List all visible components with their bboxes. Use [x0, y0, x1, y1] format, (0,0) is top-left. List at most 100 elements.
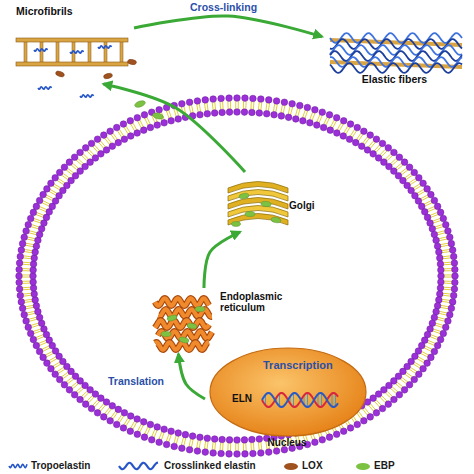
lipid-head	[358, 143, 365, 150]
lipid-head	[210, 450, 217, 457]
lipid-head	[249, 109, 256, 116]
lipid-head	[416, 174, 423, 181]
lipid-tail	[439, 311, 447, 313]
lipid-head	[19, 305, 26, 312]
lipid-tail	[76, 160, 82, 165]
lipid-tail	[392, 160, 398, 165]
lipid-head	[127, 413, 134, 420]
lipid-tail	[214, 102, 216, 110]
lipid-head	[218, 450, 225, 457]
labelled-structure: Microfibrils	[12, 4, 134, 84]
lipid-head	[448, 240, 455, 247]
lipid-head	[16, 286, 23, 293]
lipid-tail	[422, 197, 429, 201]
lipid-head	[32, 297, 39, 304]
lipid-head	[271, 111, 278, 118]
lipid-head	[234, 437, 241, 444]
lipid-head	[451, 260, 458, 267]
lipid-tail	[436, 323, 444, 325]
lipid-tail	[250, 101, 252, 109]
lipid-tail	[23, 289, 31, 291]
lipid-head	[438, 267, 445, 274]
lipid-tail	[57, 367, 64, 371]
lipid-head	[148, 437, 155, 444]
microfibril-rail	[16, 38, 128, 42]
lipid-head	[30, 285, 37, 292]
lipid-tail	[189, 439, 191, 447]
lipid-tail	[207, 441, 208, 449]
lipid-tail	[368, 405, 373, 411]
lipid-tail	[31, 225, 39, 227]
lipid-head	[31, 255, 38, 262]
lipid-tail	[31, 227, 39, 229]
lipid-head	[115, 139, 122, 146]
lipid-head	[194, 448, 201, 455]
lipid-tail	[260, 102, 262, 110]
lipid-tail	[436, 227, 444, 229]
er-fold	[155, 320, 209, 327]
lipid-head	[449, 299, 456, 306]
lipid-tail	[31, 323, 39, 325]
lipid-head	[100, 414, 107, 421]
lipid-head	[52, 174, 59, 181]
lipid-tail	[245, 101, 246, 109]
lipid-head	[127, 133, 134, 140]
lipid-head	[33, 203, 40, 210]
lipid-head	[48, 180, 55, 187]
lipid-tail	[435, 225, 443, 227]
lipid-tail	[238, 443, 239, 451]
er-fold	[155, 342, 209, 350]
lipid-tail	[26, 307, 34, 309]
nucleus-shape	[210, 348, 366, 436]
lipid-tail	[197, 440, 199, 448]
lipid-head	[113, 421, 120, 428]
lox-oval	[127, 59, 137, 65]
lipid-tail	[29, 233, 37, 235]
lipid-head	[182, 431, 189, 438]
lipid-head	[127, 117, 134, 124]
lipid-head	[373, 136, 380, 143]
lipid-head	[340, 117, 347, 124]
lipid-tail	[204, 441, 205, 449]
microfibril-rung	[120, 40, 123, 64]
lipid-head	[327, 127, 334, 134]
lipid-tail	[273, 104, 274, 112]
lipid-tail	[441, 305, 449, 306]
lipid-head	[140, 419, 147, 426]
lipid-head	[241, 437, 248, 444]
lipid-tail	[166, 434, 169, 442]
lipid-tail	[24, 249, 32, 250]
lipid-head	[437, 336, 444, 343]
lipid-head	[52, 371, 59, 378]
lipid-tail	[22, 270, 30, 271]
lipid-head	[163, 104, 170, 111]
lipid-head	[23, 318, 30, 325]
lipid-head	[210, 96, 217, 103]
lipid-tail	[397, 165, 403, 170]
lipid-tail	[243, 443, 244, 451]
lipid-tail	[43, 201, 50, 204]
lipid-tail	[22, 281, 30, 282]
lipid-head	[25, 221, 32, 228]
dna-rung	[293, 393, 294, 407]
lipid-head	[448, 305, 455, 312]
lipid-tail	[410, 180, 417, 184]
lipid-tail	[437, 231, 445, 233]
lipid-tail	[181, 107, 183, 115]
lipid-head	[438, 273, 445, 280]
lipid-tail	[370, 142, 375, 148]
lipid-tail	[281, 105, 283, 113]
lipid-tail	[22, 283, 30, 284]
lipid-head	[40, 191, 47, 198]
legend-text: EBP	[374, 460, 395, 472]
lipid-head	[249, 436, 256, 443]
lipid-tail	[444, 281, 452, 282]
lipid-head	[431, 231, 438, 238]
lipid-head	[175, 430, 182, 437]
lipid-head	[120, 425, 127, 432]
lipid-tail	[266, 441, 267, 449]
lipid-tail	[418, 191, 425, 195]
lipid-head	[411, 376, 418, 383]
lipid-head	[82, 145, 89, 152]
lipid-head	[179, 100, 186, 107]
